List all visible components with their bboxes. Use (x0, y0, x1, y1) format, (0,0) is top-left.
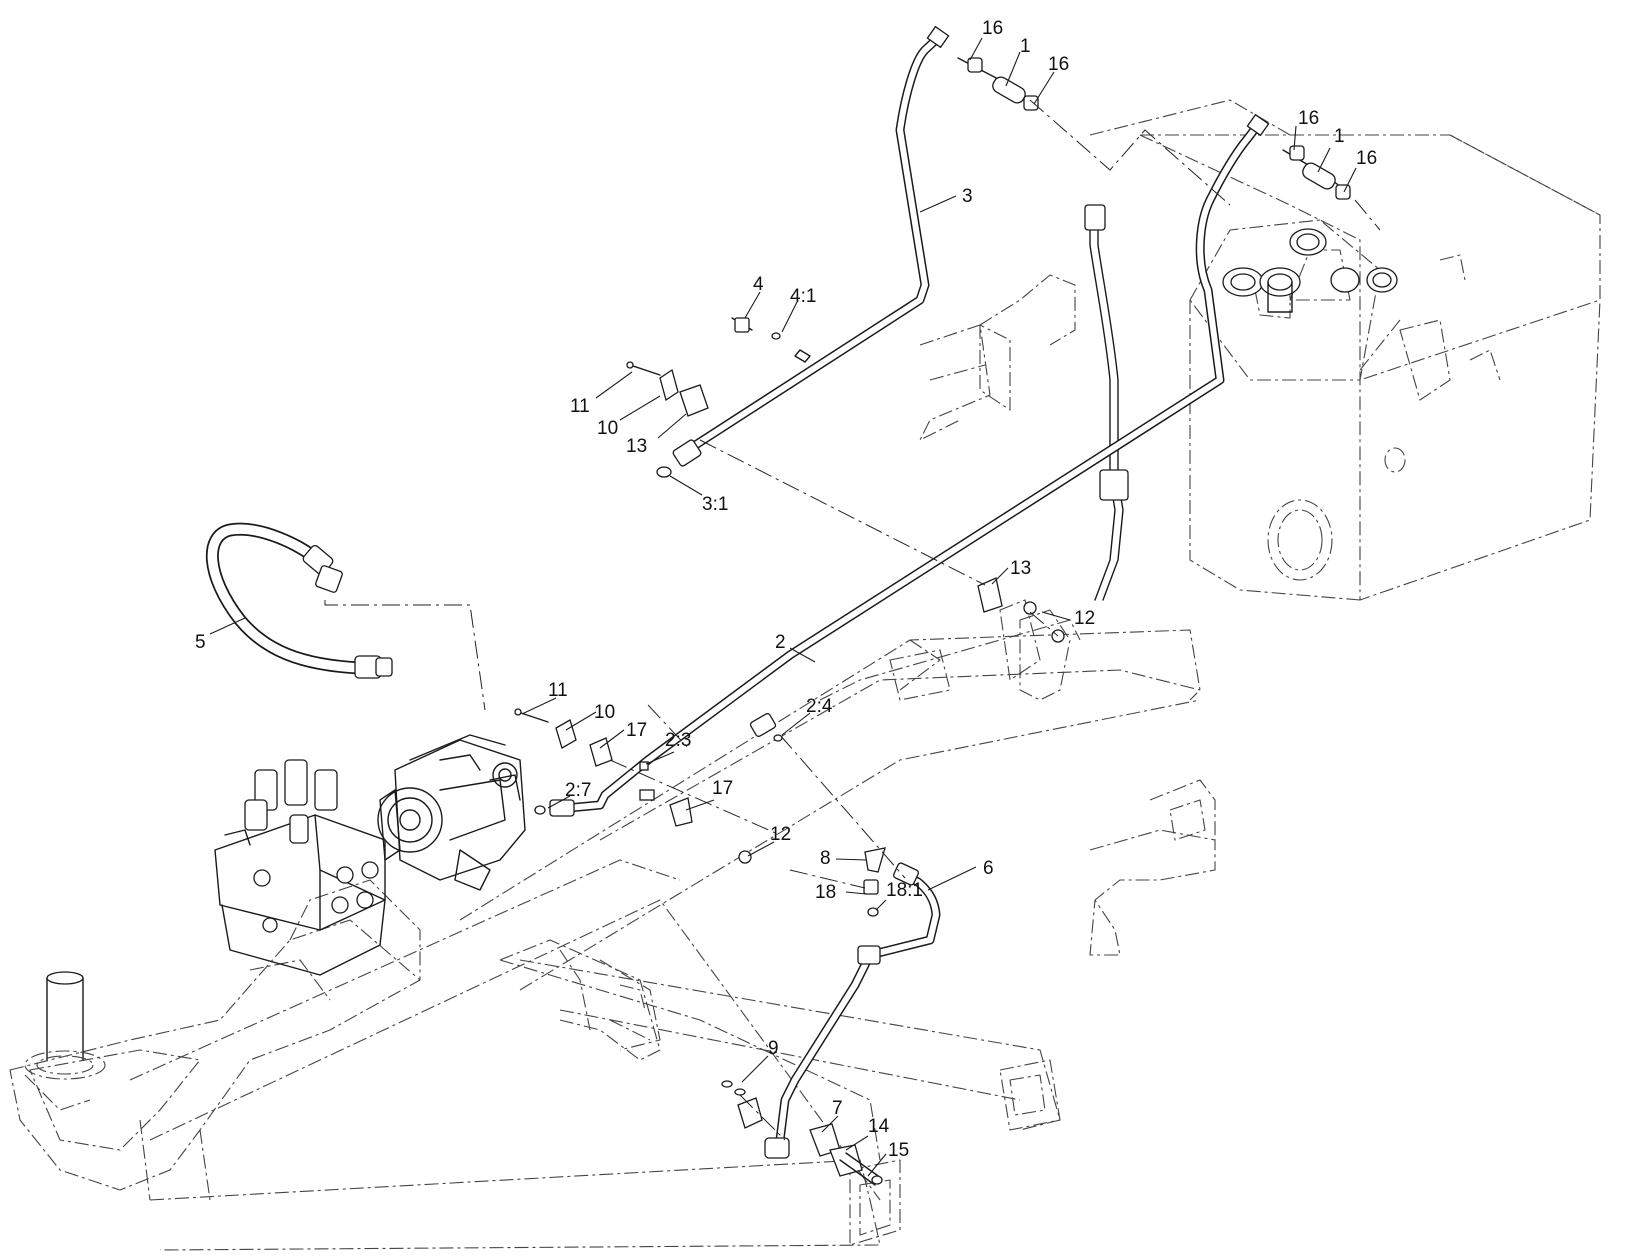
callout-10: 10 (597, 418, 618, 439)
callout-14: 14 (868, 1116, 890, 1137)
callout-17: 17 (626, 720, 647, 741)
phantom-side-rails (129, 859, 1061, 1251)
callout-1: 1 (1020, 36, 1031, 57)
callout-17: 17 (712, 778, 733, 799)
clamp-assembly-lower (514, 708, 783, 827)
tube-3 (672, 25, 950, 467)
phantom-return-tube (1084, 204, 1129, 601)
tube-6 (764, 862, 941, 1159)
breather-8 (738, 847, 886, 917)
callout-16: 16 (982, 18, 1003, 39)
phantom-caster-plate (9, 879, 421, 1201)
callout-11: 11 (570, 396, 590, 417)
callout-4-1: 4:1 (790, 286, 816, 307)
callout-18-1: 18:1 (886, 880, 923, 901)
callout-10: 10 (594, 702, 615, 723)
clip-9 (721, 1080, 763, 1129)
callout-labels: 16 1 16 16 1 16 3 4 4:1 11 10 13 3:1 13 … (195, 18, 1377, 1161)
assembly-centerlines (324, 99, 1381, 1141)
hose-5 (205, 522, 393, 679)
callout-7: 7 (832, 1098, 843, 1119)
callout-9: 9 (768, 1038, 779, 1059)
callout-12: 12 (770, 824, 791, 845)
callout-16: 16 (1048, 54, 1069, 75)
phantom-reservoir-ports (1222, 228, 1398, 313)
callout-1: 1 (1334, 126, 1345, 147)
phantom-rear-bracket (499, 939, 661, 1061)
callout-3-1: 3:1 (702, 494, 728, 515)
callout-6: 6 (983, 858, 994, 879)
callout-13: 13 (1010, 558, 1031, 579)
tube-2 (549, 113, 1270, 817)
callout-15: 15 (888, 1140, 909, 1161)
callout-8: 8 (820, 848, 831, 869)
phantom-mount-bracket-upper (919, 274, 1076, 441)
callout-3: 3 (962, 186, 973, 207)
callout-18: 18 (815, 882, 836, 903)
callout-16: 16 (1356, 148, 1377, 169)
callout-2: 2 (775, 632, 786, 653)
callout-12: 12 (1074, 608, 1095, 629)
control-valve-block (214, 759, 386, 976)
callout-2-4: 2:4 (806, 696, 833, 717)
callout-2-7: 2:7 (565, 780, 591, 801)
fitting-4 (731, 317, 811, 363)
clamp-assembly-upper (626, 361, 709, 478)
clamp-13-lower (977, 577, 1065, 643)
callout-5: 5 (195, 632, 206, 653)
bracket-7 (809, 1123, 883, 1186)
leader-lines (209, 37, 1357, 1177)
phantom-caster-post (24, 971, 106, 1111)
phantom-reservoir-tank (1089, 99, 1601, 601)
clamp-16 (967, 57, 1351, 200)
callout-2-3: 2:3 (665, 730, 691, 751)
hydrostatic-pump-assembly (377, 734, 526, 891)
callout-11: 11 (548, 680, 568, 701)
callout-16: 16 (1298, 108, 1319, 129)
callout-4: 4 (753, 274, 764, 295)
callout-13: 13 (626, 436, 647, 457)
